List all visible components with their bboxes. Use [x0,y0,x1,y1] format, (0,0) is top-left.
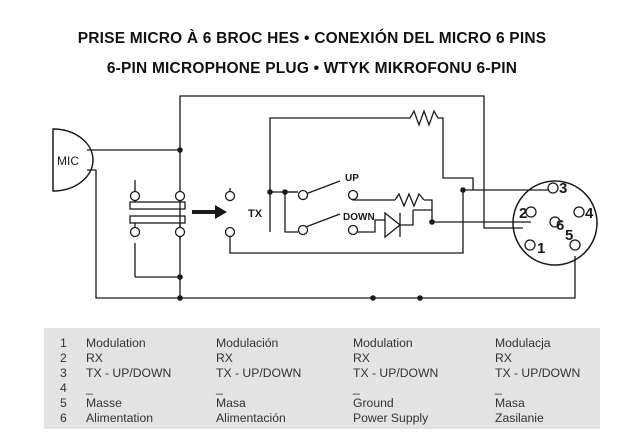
down-label: DOWN [343,212,375,223]
resistor-top [409,109,439,127]
legend-pin: 3 [60,366,67,380]
pin-label-4: 4 [585,205,594,222]
resistor-up [394,192,425,208]
pin-6-hole [549,216,561,228]
legend-fr: _ [86,381,93,395]
pin-label-3: 3 [559,180,567,197]
ptt-bar-bottom [129,215,186,224]
legend-en: TX - UP/DOWN [353,366,439,380]
microphone-body [52,128,94,192]
legend-pl: TX - UP/DOWN [495,366,581,380]
din-plug [512,180,598,266]
legend-en: Ground [353,396,394,410]
pin-3-hole [547,182,559,194]
pin-label-2: 2 [519,205,527,222]
tx-label: TX [248,208,263,220]
legend-fr: TX - UP/DOWN [86,366,172,380]
legend-pin: 4 [60,381,67,395]
legend-pin: 5 [60,396,67,410]
legend-en: Power Supply [353,411,429,425]
up-label: UP [345,173,359,184]
legend-es: Alimentación [216,411,286,425]
legend-pin: 1 [60,336,67,350]
legend-en: _ [353,381,360,395]
pin-1-hole [524,239,536,251]
legend-pl: Modulacja [495,336,551,350]
legend-row: 4 _ _ _ _ [44,381,600,396]
switch-down-lever [302,213,341,229]
wire-ground-rail [87,169,576,299]
legend-es: _ [216,381,223,395]
pin-5-hole [569,239,581,251]
legend-row: 1 Modulation Modulación Modulation Modul… [44,336,600,351]
legend-row: 6 Alimentation Alimentación Power Supply… [44,411,600,426]
pin-2-hole [525,206,537,218]
legend-pl: Zasilanie [495,411,544,425]
legend-pin: 6 [60,411,67,425]
legend-row: 2 RX RX RX RX [44,351,600,366]
legend-es: Modulación [216,336,279,350]
title-line-1: PRISE MICRO À 6 BROC HES • CONEXIÓN DEL … [77,30,547,47]
legend-fr: Masse [86,396,122,410]
legend-row: 3 TX - UP/DOWN TX - UP/DOWN TX - UP/DOWN… [44,366,600,381]
pin-label-6: 6 [556,217,564,234]
legend-pl: RX [495,351,512,365]
pin-label-5: 5 [565,227,573,244]
legend-pl: _ [495,381,502,395]
legend-es: RX [216,351,233,365]
title-line-2: 6-PIN MICROPHONE PLUG • WTYK MIKROFONU 6… [106,60,518,77]
legend-es: TX - UP/DOWN [216,366,302,380]
ptt-bar-top [129,201,186,210]
pin-legend-table: 1 Modulation Modulación Modulation Modul… [44,328,600,429]
legend-fr: Alimentation [86,411,154,425]
pin-4-hole [573,206,585,218]
legend-fr: RX [86,351,103,365]
legend-pin: 2 [60,351,67,365]
wire-resistor-top [269,117,410,192]
legend-es: Masa [216,396,246,410]
legend-row: 5 Masse Masa Ground Masa [44,396,600,411]
legend-en: Modulation [353,336,413,350]
tx-arrow [192,205,227,219]
wire-modulation [87,95,523,229]
pin-label-1: 1 [537,240,545,257]
switch-up-lever [302,180,341,196]
diode [384,211,402,239]
legend-fr: Modulation [86,336,146,350]
legend-pl: Masa [495,396,525,410]
mic-label: MIC [57,154,79,168]
legend-en: RX [353,351,370,365]
